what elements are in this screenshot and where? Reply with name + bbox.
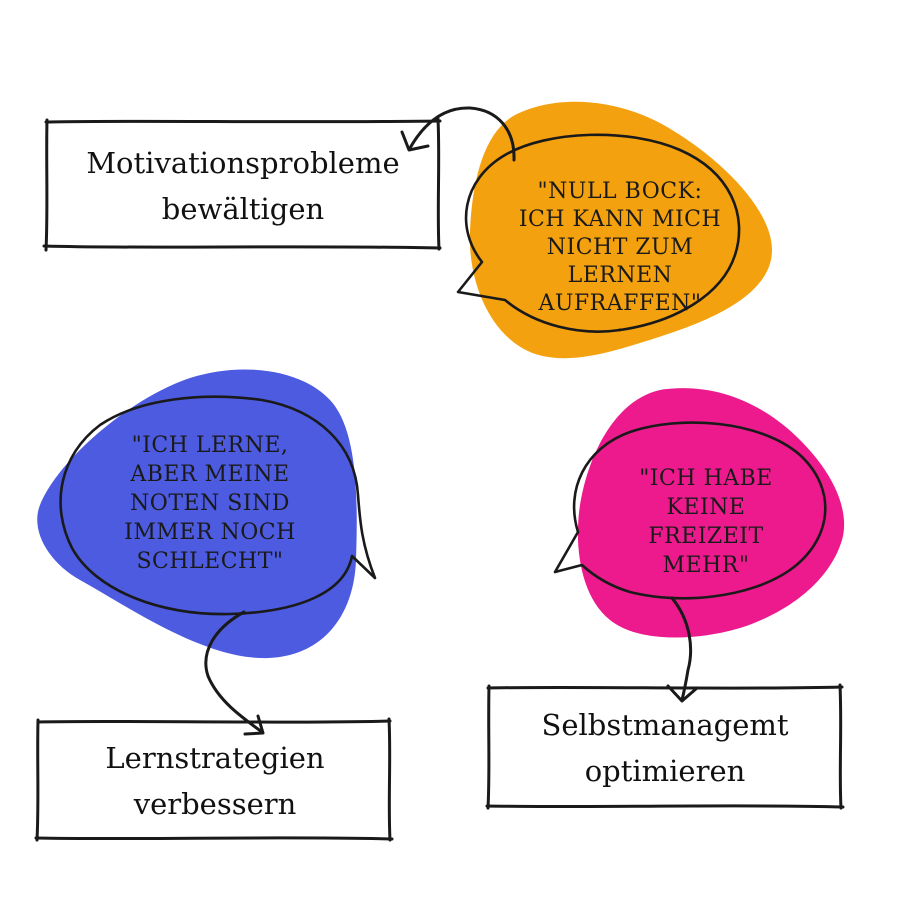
null-bock-line-2: ICH KANN MICH (518, 207, 722, 232)
pink-bubble-outline (553, 421, 827, 600)
lernstrategien-line-2: verbessern (133, 787, 297, 821)
noten-line-3: NOTEN SIND (130, 490, 290, 516)
null-bock-line-3: NICHT ZUM (546, 235, 694, 260)
arrow-noten-to-lernstrategien (204, 610, 265, 736)
null-bock-line-4: LERNEN (567, 263, 673, 288)
freizeit-line-1: "ICH HABE (639, 466, 773, 491)
noten-line-1: "ICH LERNE, (131, 432, 289, 458)
noten-bubble-text: "ICH LERNE, ABER MEINE NOTEN SIND IMMER … (92, 428, 328, 578)
noten-line-5: SCHLECHT" (136, 548, 284, 574)
selbstmanagement-box: Selbstmanagemt optimieren (490, 690, 840, 806)
lernstrategien-box: Lernstrategien verbessern (40, 724, 390, 838)
noten-line-4: IMMER NOCH (124, 519, 296, 545)
arrow-null-bock-to-motivation (400, 106, 516, 162)
lernstrategien-line-1: Lernstrategien (105, 741, 325, 775)
lernstrategien-box-border (34, 717, 394, 842)
selbstmanagement-line-2: optimieren (584, 754, 746, 788)
freizeit-line-4: MEHR" (662, 553, 750, 578)
blue-blob (37, 369, 357, 659)
null-bock-line-6: . (616, 312, 624, 337)
arrow-freizeit-to-selbstmanagement (666, 596, 699, 703)
orange-bubble-outline (456, 133, 741, 333)
blue-bubble-outline (59, 395, 377, 616)
motivation-box: Motivationsprobleme bewältigen (48, 124, 438, 248)
pink-blob (577, 388, 845, 638)
freizeit-line-3: FREIZEIT (648, 524, 764, 549)
selbstmanagement-box-border (485, 683, 845, 810)
orange-blob (469, 101, 772, 359)
motivation-box-border (42, 117, 442, 252)
null-bock-line-5: AUFRAFFEN" (538, 291, 702, 316)
motivation-box-line-1: Motivationsprobleme (86, 146, 400, 180)
null-bock-line-1: "NULL BOCK: (537, 179, 703, 204)
freizeit-line-2: KEINE (666, 495, 746, 520)
freizeit-bubble-text: "ICH HABE KEINE FREIZEIT MEHR" (600, 462, 812, 582)
null-bock-bubble-text: "NULL BOCK: ICH KANN MICH NICHT ZUM LERN… (500, 170, 740, 340)
noten-line-2: ABER MEINE (130, 461, 290, 487)
motivation-box-line-2: bewältigen (161, 192, 325, 226)
selbstmanagement-line-1: Selbstmanagemt (541, 708, 789, 742)
